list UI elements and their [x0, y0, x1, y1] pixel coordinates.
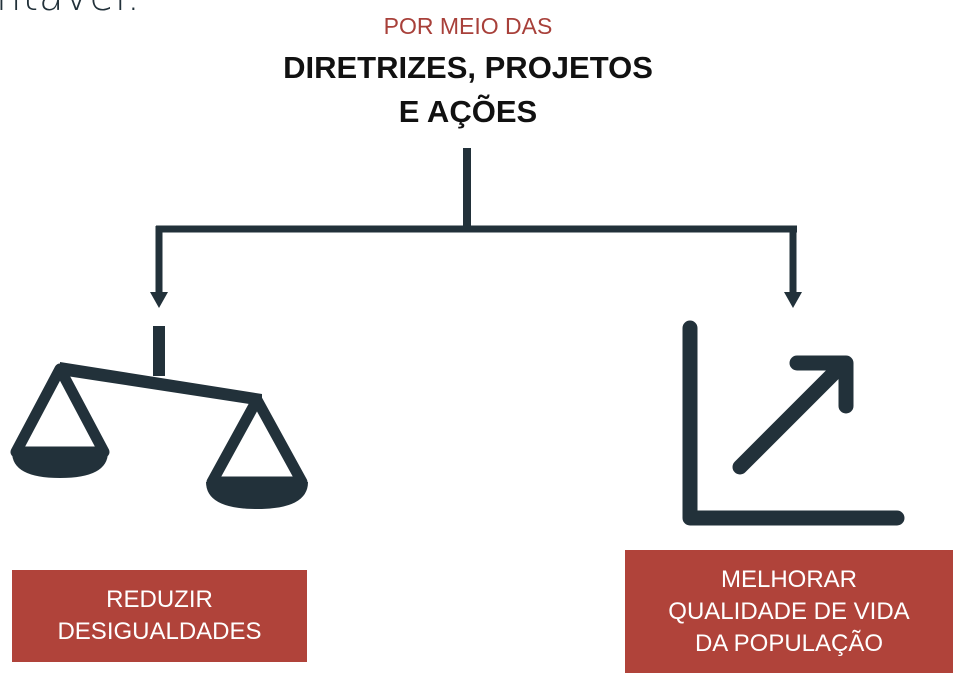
right-label-line-1: MELHORAR: [720, 565, 858, 593]
arrowhead-right-icon: [784, 292, 802, 308]
title-line-1: DIRETRIZES, PROJETOS: [283, 50, 653, 85]
cut-off-text-fragment: ntavel.: [0, 0, 141, 20]
improve-quality-of-life-label: MELHORAR QUALIDADE DE VIDA DA POPULAÇÃO: [625, 550, 953, 673]
growth-chart-arrow-icon: [682, 320, 905, 526]
title-line-2: E AÇÕES: [398, 94, 538, 129]
scales-of-justice-icon: [10, 326, 308, 509]
page-title: DIRETRIZES, PROJETOS E AÇÕES: [0, 46, 936, 134]
kicker-text: POR MEIO DAS: [383, 13, 553, 39]
reduce-inequality-label: REDUZIR DESIGUALDADES: [12, 570, 307, 662]
right-label-line-2: QUALIDADE DE VIDA: [668, 597, 910, 625]
left-label-line-2: DESIGUALDADES: [57, 618, 262, 645]
left-label-line-1: REDUZIR: [106, 586, 213, 613]
arrowhead-left-icon: [150, 292, 168, 308]
right-label-line-3: DA POPULAÇÃO: [694, 629, 884, 657]
